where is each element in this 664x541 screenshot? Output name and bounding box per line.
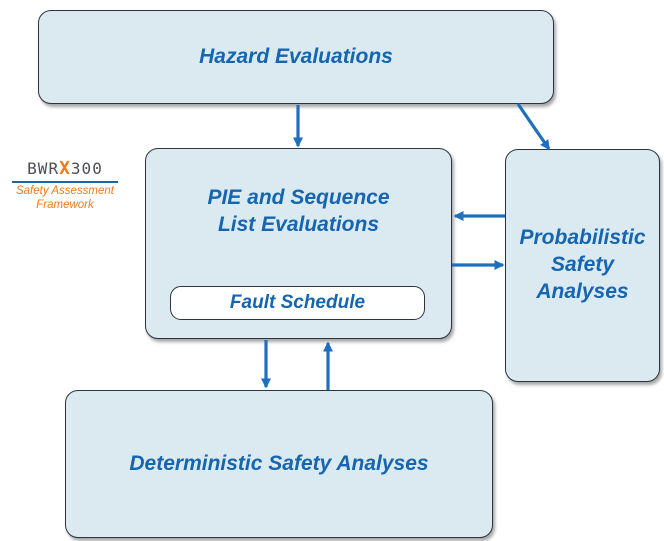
pie-sequence-label: PIE and Sequence List Evaluations [207,186,390,236]
fault-schedule-label: Fault Schedule [229,291,366,313]
logo-underline [12,181,118,183]
bwrx300-logo: BWRX300 Safety Assessment Framework [6,160,124,213]
fault-schedule-box: Fault Schedule [170,286,425,320]
hazard-evaluations-box: Hazard Evaluations [38,10,554,104]
logo-brand-prefix: BWR [27,159,60,178]
probabilistic-safety-label: Probabilistic Safety Analyses [519,226,646,303]
logo-brand-x: X [59,158,71,179]
logo-wordmark: BWRX300 [6,160,124,178]
deterministic-safety-box: Deterministic Safety Analyses [65,390,493,538]
hazard-evaluations-label: Hazard Evaluations [199,44,393,68]
deterministic-safety-label: Deterministic Safety Analyses [129,451,429,475]
logo-subtitle: Safety Assessment Framework [15,185,114,211]
logo-brand-suffix: 300 [70,159,103,178]
probabilistic-safety-box: Probabilistic Safety Analyses [505,149,660,382]
arrow-hazard-to-psa [516,103,551,151]
